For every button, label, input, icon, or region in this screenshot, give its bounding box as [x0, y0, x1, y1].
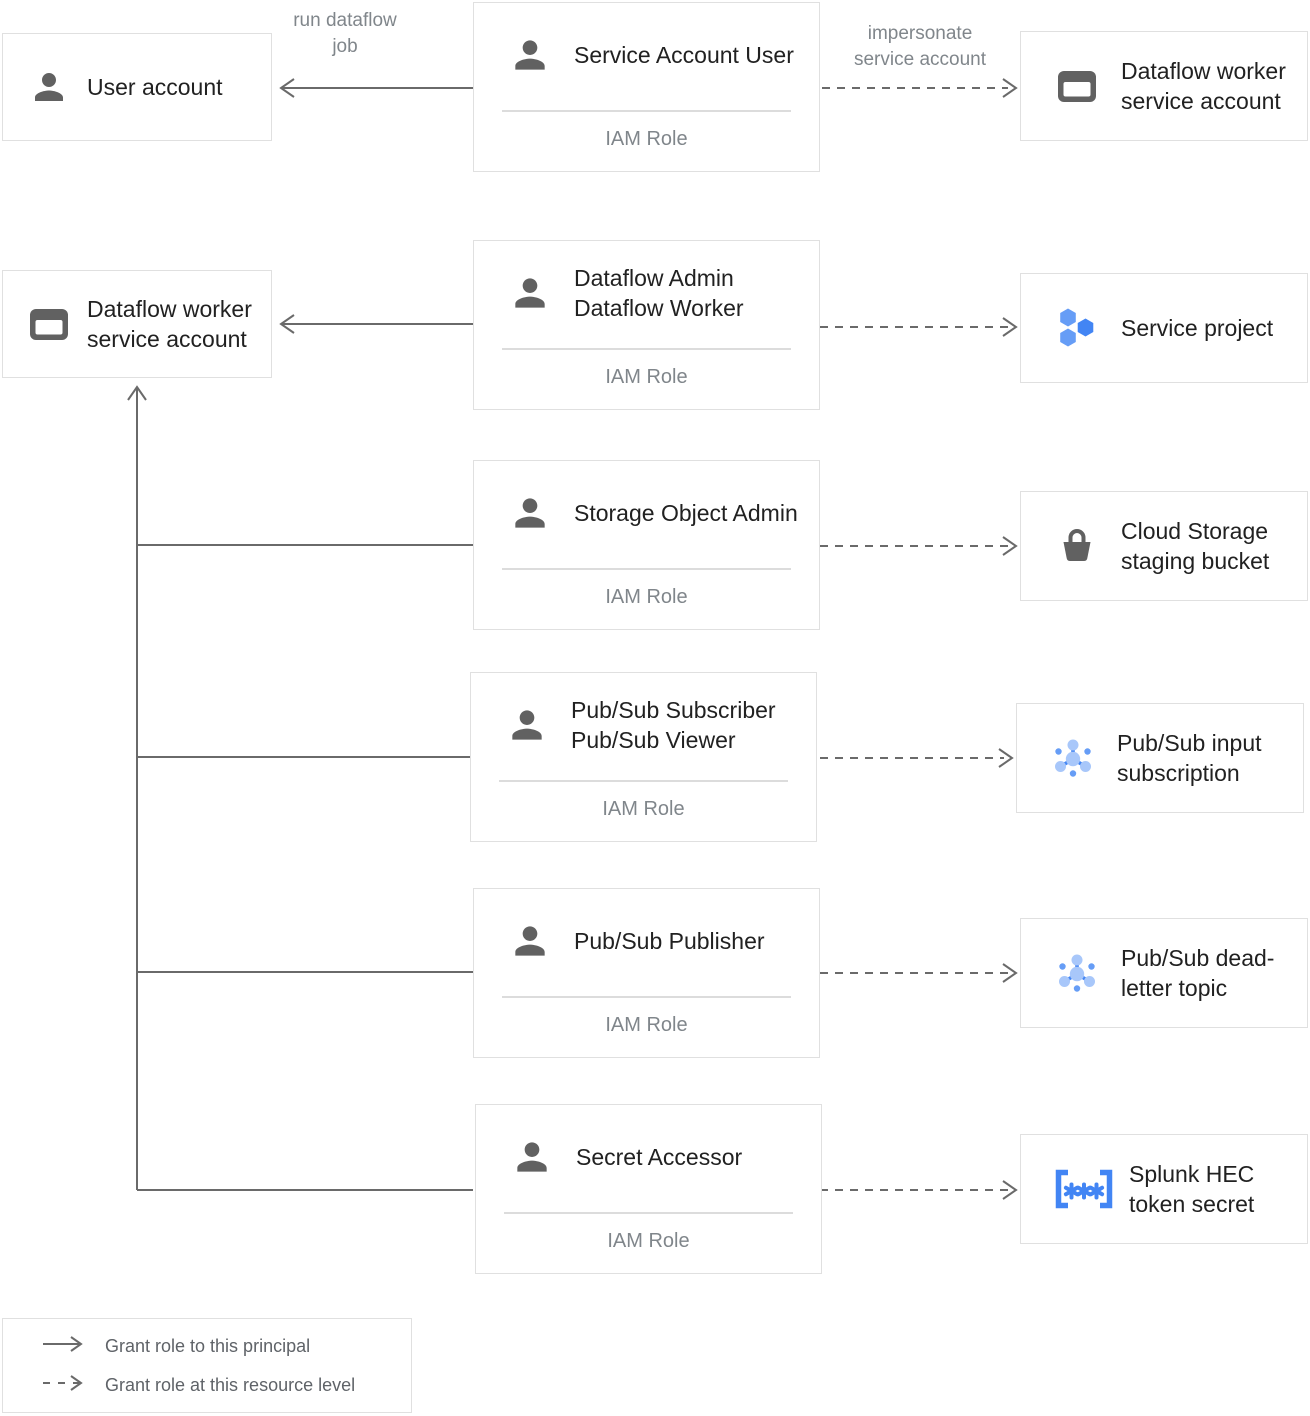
iam-role-line: Dataflow Admin	[574, 264, 734, 291]
node-label: Splunk HEC token secret	[1129, 1161, 1255, 1217]
divider	[502, 568, 791, 570]
iam-role-line: Secret Accessor	[576, 1143, 743, 1170]
iam-role-caption: IAM Role	[605, 366, 688, 388]
iam-role-line: Storage Object Admin	[574, 499, 798, 526]
node-label: Dataflow worker service account	[1121, 58, 1286, 114]
arrowhead-right-row5	[1002, 963, 1018, 983]
arrowhead-right-row1	[1002, 78, 1018, 98]
node-label: Service project	[1121, 315, 1274, 341]
iam-role-caption: IAM Role	[605, 1014, 688, 1036]
person-icon	[508, 491, 552, 535]
divider	[502, 996, 791, 998]
node-dataflow-worker-sa-right: Dataflow worker service account	[1020, 31, 1308, 141]
iam-role-caption: IAM Role	[605, 586, 688, 608]
iam-role-caption: IAM Role	[607, 1230, 690, 1252]
node-dataflow-worker-sa-left: Dataflow worker service account	[2, 270, 272, 378]
node-label: User account	[87, 74, 223, 100]
iam-node-pubsub-subscriber-viewer: Pub/Sub Subscriber Pub/Sub Viewer IAM Ro…	[470, 672, 817, 842]
iam-node-storage-object-admin: Storage Object Admin IAM Role	[473, 460, 820, 630]
arrowhead-right-row3	[1002, 536, 1018, 556]
node-cloud-storage-staging-bucket: Cloud Storage staging bucket	[1020, 491, 1308, 601]
service-account-icon	[27, 308, 71, 341]
pubsub-icon	[1049, 952, 1105, 994]
iam-node-pubsub-publisher: Pub/Sub Publisher IAM Role	[473, 888, 820, 1058]
divider	[502, 110, 791, 112]
node-splunk-hec-token-secret: Splunk HEC token secret	[1020, 1134, 1308, 1244]
person-icon	[508, 33, 552, 77]
dashed-arrow-icon	[41, 1373, 87, 1398]
solid-arrow-icon	[41, 1334, 87, 1359]
node-pubsub-deadletter-topic: Pub/Sub dead-letter topic	[1020, 918, 1308, 1028]
iam-role-line: Dataflow Worker	[574, 294, 744, 321]
legend-item-solid: Grant role to this principal	[41, 1334, 411, 1359]
person-icon	[27, 66, 71, 108]
arrowhead-left-row2	[279, 314, 295, 334]
node-label: Pub/Sub input subscription	[1117, 730, 1262, 786]
divider	[504, 1212, 793, 1214]
node-pubsub-input-subscription: Pub/Sub input subscription	[1016, 703, 1304, 813]
arrowhead-right-row4	[998, 748, 1014, 768]
node-service-project: Service project	[1020, 273, 1308, 383]
arrowhead-up-trunk	[127, 385, 147, 401]
iam-node-service-account-user: Service Account User IAM Role	[473, 2, 820, 172]
iam-role-line: Service Account User	[574, 41, 794, 68]
iam-role-caption: IAM Role	[605, 128, 688, 150]
node-label: Pub/Sub dead-letter topic	[1121, 945, 1275, 1001]
iam-node-secret-accessor: Secret Accessor IAM Role	[475, 1104, 822, 1274]
iam-role-caption: IAM Role	[602, 798, 685, 820]
legend-item-dashed: Grant role at this resource level	[41, 1373, 411, 1398]
person-icon	[505, 703, 549, 747]
pubsub-icon	[1045, 737, 1101, 779]
divider	[502, 348, 791, 350]
edge-label-run-dataflow-job: run dataflow job	[293, 10, 397, 57]
legend-label: Grant role at this resource level	[105, 1374, 356, 1395]
arrowhead-right-row2	[1002, 317, 1018, 337]
node-label: Dataflow worker service account	[87, 296, 252, 352]
secret-icon	[1049, 1167, 1119, 1211]
divider	[499, 780, 788, 782]
iam-role-line: Pub/Sub Viewer	[571, 726, 736, 753]
arrowhead-left-row1	[279, 78, 295, 98]
node-label: Cloud Storage staging bucket	[1121, 518, 1270, 574]
legend: Grant role to this principal Grant role …	[2, 1318, 412, 1413]
hexagon-cluster-icon	[1049, 307, 1105, 349]
edge-label-impersonate-service-account: impersonate service account	[853, 23, 986, 70]
iam-role-line: Pub/Sub Publisher	[574, 927, 765, 954]
node-user-account: User account	[2, 33, 272, 141]
iam-node-dataflow-admin-worker: Dataflow Admin Dataflow Worker IAM Role	[473, 240, 820, 410]
legend-label: Grant role to this principal	[105, 1335, 311, 1356]
person-icon	[508, 919, 552, 963]
storage-bucket-icon	[1049, 528, 1105, 564]
person-icon	[508, 271, 552, 315]
arrowhead-right-row6	[1002, 1180, 1018, 1200]
person-icon	[510, 1135, 554, 1179]
iam-role-line: Pub/Sub Subscriber	[571, 696, 776, 723]
service-account-icon	[1049, 70, 1105, 103]
